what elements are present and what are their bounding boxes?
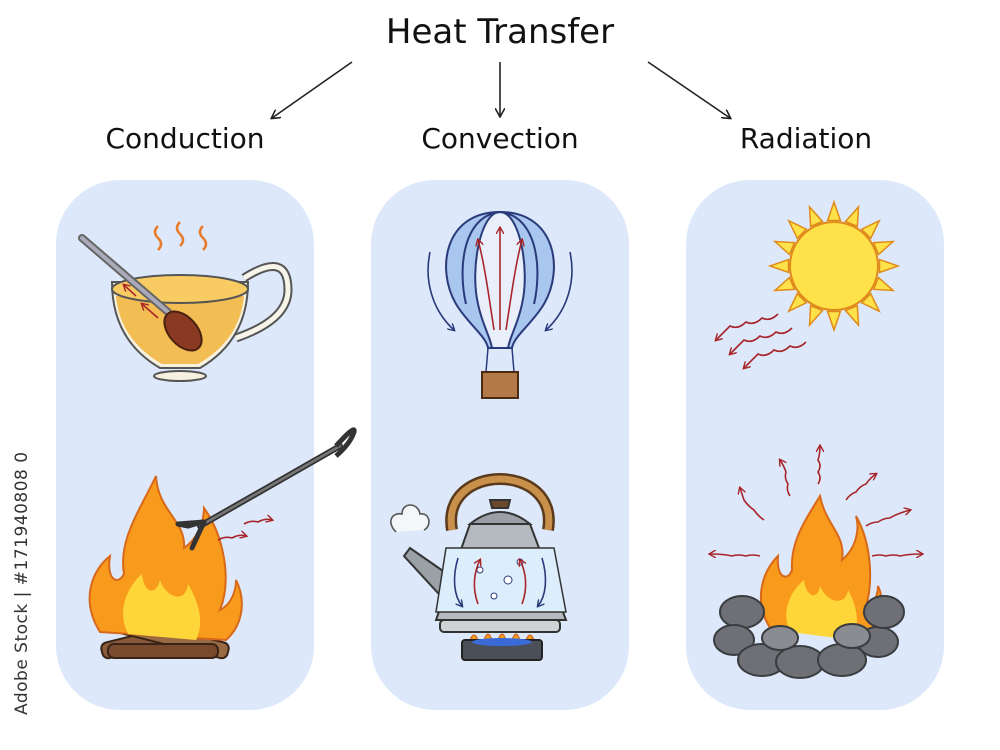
sun-ray xyxy=(772,240,796,256)
sun-ray xyxy=(767,258,790,274)
sun-ray xyxy=(808,204,824,228)
campfire-with-stones-icon xyxy=(710,446,922,679)
hot-air-balloon-icon xyxy=(427,210,573,399)
sun-ray xyxy=(844,304,860,328)
campfire-with-poker-icon xyxy=(88,427,357,660)
sun-ray xyxy=(860,292,881,313)
arrow-to-radiation xyxy=(647,61,730,118)
arrow-to-conduction xyxy=(272,61,353,118)
sun-ray xyxy=(826,199,842,222)
diagram-title: Heat Transfer xyxy=(385,12,615,52)
title-arrows xyxy=(272,61,730,118)
conduction-label: Conduction xyxy=(105,122,265,155)
stock-watermark: Adobe Stock | #171940808 0 xyxy=(8,451,38,750)
watermark-text: Adobe Stock | #171940808 0 xyxy=(12,451,32,715)
kettle-on-stove-icon xyxy=(390,473,568,661)
sun-ray xyxy=(808,304,824,328)
sun-ray xyxy=(872,276,896,292)
sun-ray xyxy=(787,292,808,313)
sun-ray xyxy=(860,219,881,240)
sun-ray xyxy=(787,219,808,240)
sun-ray xyxy=(826,310,842,333)
sun-icon xyxy=(716,199,901,368)
radiation-label: Radiation xyxy=(739,122,873,155)
sun-ray xyxy=(844,204,860,228)
sun-ray xyxy=(878,258,901,274)
convection-label: Convection xyxy=(421,122,579,155)
sun-ray xyxy=(772,276,796,292)
sun-ray xyxy=(872,240,896,256)
teacup-with-spoon-icon xyxy=(78,221,293,382)
